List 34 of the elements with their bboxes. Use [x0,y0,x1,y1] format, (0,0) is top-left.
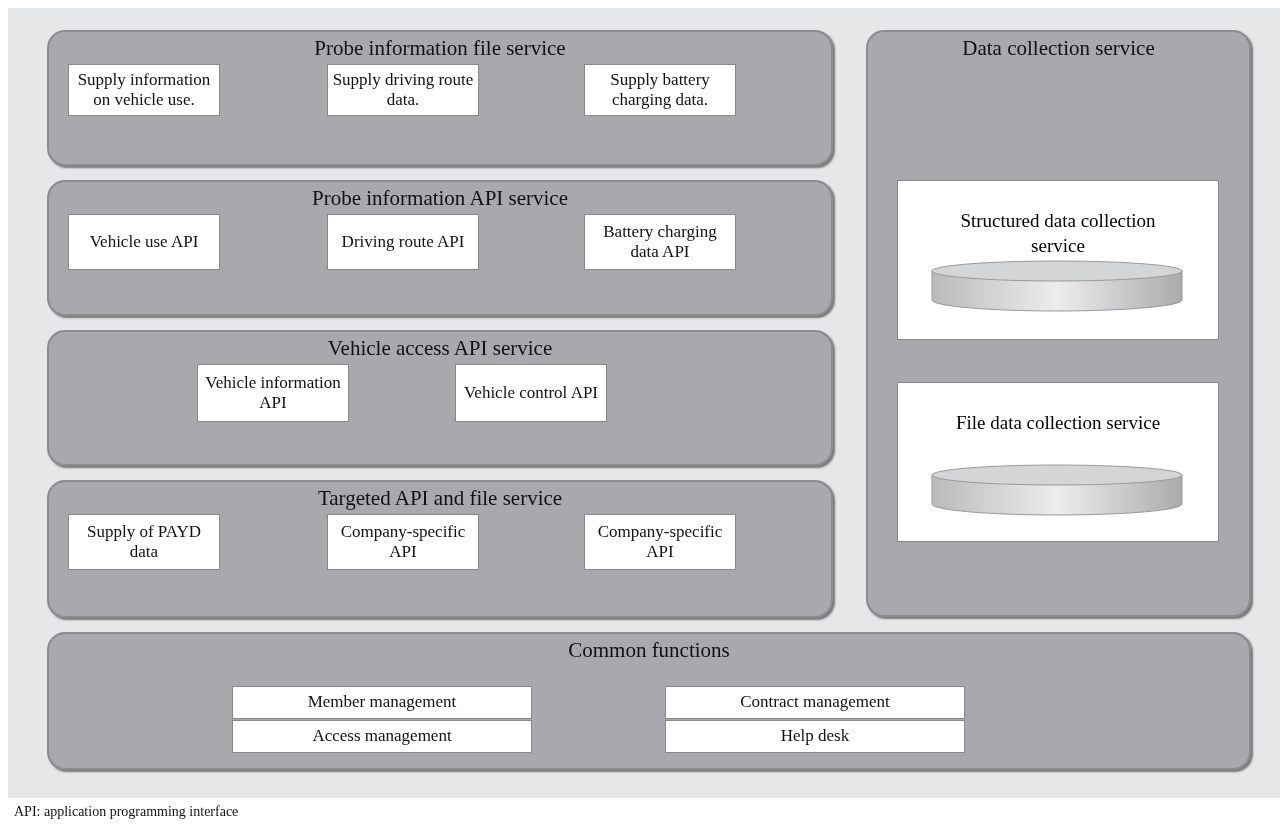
function-box: Supply of PAYD data [68,514,220,570]
function-box: Vehicle information API [197,364,349,422]
function-box: Company-specific API [327,514,479,570]
service-panel [47,480,833,618]
service-panel [866,30,1251,617]
function-box: Access management [232,720,532,753]
function-box: Member management [232,686,532,719]
service-panel [47,632,1251,770]
panel-title: Probe information API service [311,185,569,211]
panel-title: Targeted API and file service [316,485,564,511]
panel-title: Vehicle access API service [326,335,554,361]
function-box: Supply driving route data. [327,64,479,116]
function-box: Vehicle control API [455,364,607,422]
service-panel [47,330,833,466]
service-panel [47,180,833,316]
function-box: Vehicle use API [68,214,220,270]
function-box: Contract management [665,686,965,719]
function-box: Battery charging data API [584,214,736,270]
panel-title: Common functions [567,637,731,663]
card-title: Structured data collection service [959,209,1157,258]
service-panel [47,30,833,166]
function-box: Supply information on vehicle use. [68,64,220,116]
function-box: Company-specific API [584,514,736,570]
function-box: Driving route API [327,214,479,270]
database-cylinder [931,260,1183,312]
function-box: Supply battery charging data. [584,64,736,116]
service-card [897,180,1219,340]
service-card [897,382,1219,542]
card-title: File data collection service [954,411,1162,435]
panel-title: Data collection service [961,35,1156,61]
footnote: API: application programming interface [14,804,239,820]
panel-title: Probe information file service [313,35,567,61]
database-cylinder [931,464,1183,516]
function-box: Help desk [665,720,965,753]
